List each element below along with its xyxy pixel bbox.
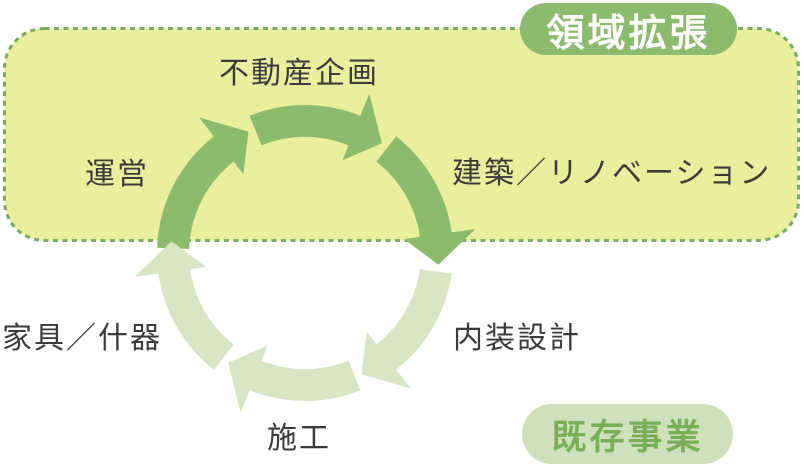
cycle-step-architecture-renovation: 建築／リノベーション (452, 157, 772, 190)
arrow-interior-to-construction (361, 269, 452, 389)
cycle-step-construction: 施工 (267, 422, 331, 455)
arrow-construction-to-furniture (228, 345, 361, 413)
cycle-step-interior-design: 内装設計 (453, 322, 581, 355)
existing-business-badge: 既存事業 (522, 404, 733, 464)
arrow-architecture-to-interior (376, 136, 476, 265)
cycle-step-real-estate-planning: 不動産企画 (219, 57, 379, 90)
expansion-zone-area (3, 27, 800, 242)
cycle-step-furniture-fixtures: 家具／什器 (2, 322, 162, 355)
arrow-planning-to-architecture (249, 93, 382, 161)
expansion-zone-badge: 領域拡張 (520, 3, 737, 55)
arrow-operation-to-planning (157, 117, 249, 249)
arrow-furniture-to-operation (134, 241, 234, 370)
cycle-step-operation: 運営 (85, 158, 149, 191)
